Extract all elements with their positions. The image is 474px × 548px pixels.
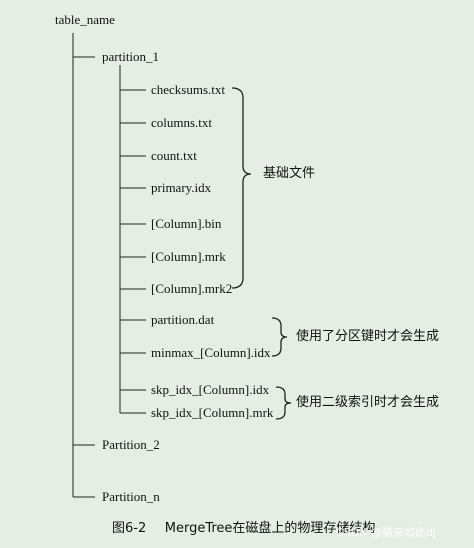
watermark: CSDN @猿来如此dj (336, 526, 436, 539)
file-node: partition.dat (151, 312, 215, 327)
brace-label-skip-index: 使用二级索引时才会生成 (296, 395, 440, 410)
root-node: table_name (55, 12, 115, 27)
brace-label-base: 基础文件 (263, 166, 316, 181)
brace-label-partition: 使用了分区键时才会生成 (296, 329, 440, 344)
file-node: [Column].mrk2 (151, 281, 233, 296)
file-node: minmax_[Column].idx (151, 345, 271, 360)
file-node: checksums.txt (151, 82, 226, 97)
brace-skip-index-files (275, 386, 292, 420)
file-node: columns.txt (151, 115, 213, 130)
figure-caption: 图6-2 MergeTree在磁盘上的物理存储结构 (112, 520, 375, 537)
file-node: skp_idx_[Column].idx (151, 382, 270, 397)
brace-base-files (231, 87, 252, 289)
file-node: [Column].mrk (151, 249, 226, 264)
partition-node: Partition_2 (102, 437, 160, 452)
partition-node: Partition_n (102, 489, 160, 504)
partition-node: partition_1 (102, 49, 160, 64)
file-node: [Column].bin (151, 216, 222, 231)
figure-number: 图6-2 (112, 521, 147, 536)
file-node: primary.idx (151, 180, 212, 195)
figure-title: MergeTree在磁盘上的物理存储结构 (164, 521, 376, 536)
brace-partition-files (271, 317, 288, 357)
file-node: skp_idx_[Column].mrk (151, 405, 274, 420)
file-node: count.txt (151, 148, 197, 163)
